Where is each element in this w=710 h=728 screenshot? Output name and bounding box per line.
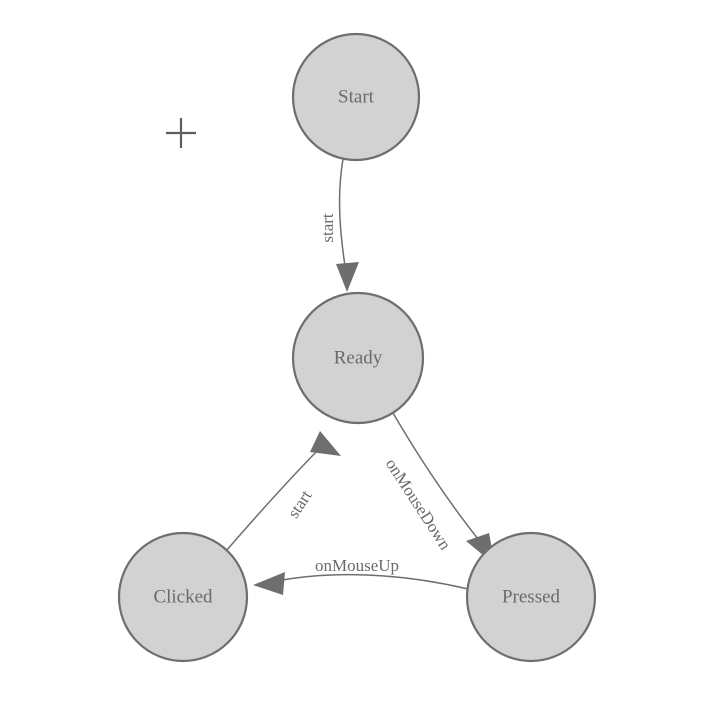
node-pressed[interactable]: Pressed [465, 531, 597, 663]
node-clicked-label: Clicked [153, 586, 213, 607]
node-clicked[interactable]: Clicked [117, 531, 249, 663]
node-start[interactable]: Start [291, 32, 421, 162]
node-clicked-circle[interactable] [117, 531, 249, 663]
node-ready-label: Ready [334, 347, 383, 368]
node-ready-circle[interactable] [291, 291, 425, 425]
edge-label-start-to-ready: start [318, 213, 337, 243]
edge-label-ready-to-pressed: onMouseDown [382, 455, 455, 554]
edge-clicked-to-ready[interactable]: start [225, 431, 341, 552]
node-start-circle[interactable] [291, 32, 421, 162]
edge-label-clicked-to-ready: start [284, 486, 316, 521]
edge-start-to-ready[interactable]: start [318, 158, 359, 292]
node-start-label: Start [338, 86, 375, 107]
edge-pressed-to-clicked[interactable]: onMouseUp [253, 556, 469, 595]
edge-label-pressed-to-clicked: onMouseUp [315, 556, 399, 575]
node-ready[interactable]: Ready [291, 291, 425, 425]
node-pressed-label: Pressed [502, 586, 561, 607]
node-pressed-circle[interactable] [465, 531, 597, 663]
edge-ready-to-pressed[interactable]: onMouseDown [382, 412, 495, 565]
crosshair-icon [166, 118, 196, 148]
